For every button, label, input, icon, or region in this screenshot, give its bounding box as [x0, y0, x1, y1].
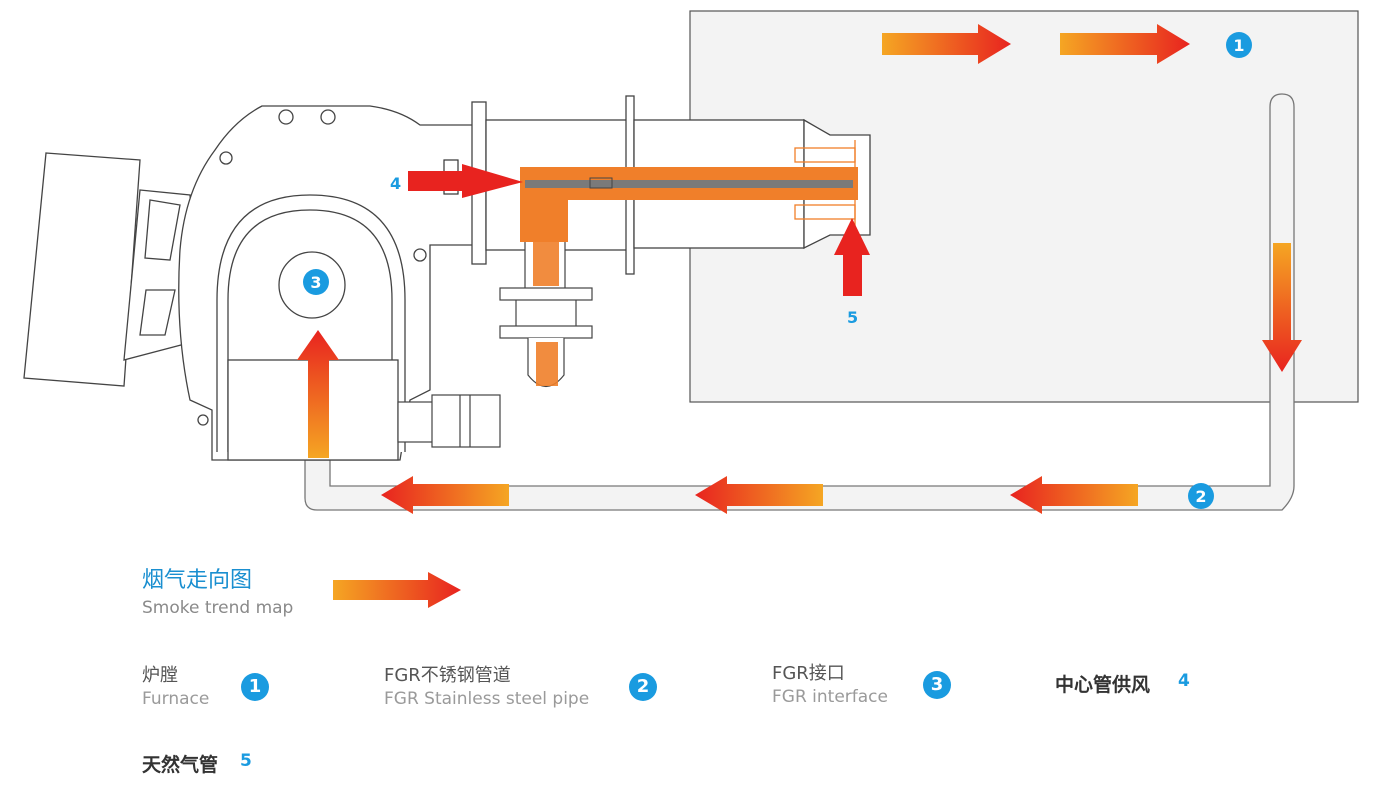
- legend-item-central-air: 中心管供风: [1055, 674, 1151, 696]
- badge-3: 3: [303, 269, 329, 295]
- label-5: 5: [847, 308, 858, 327]
- legend-title: 烟气走向图: [142, 568, 253, 593]
- svg-text:3: 3: [310, 273, 321, 292]
- legend-subtitle: Smoke trend map: [142, 598, 294, 618]
- fgr-pipe: [304, 93, 1295, 511]
- arrow-bottom-3: [381, 476, 509, 514]
- arrow-top-1: [882, 24, 1011, 64]
- legend-item-zh: FGR接口: [772, 663, 845, 684]
- svg-text:1: 1: [1233, 36, 1244, 55]
- legend-item-en: FGR interface: [772, 687, 888, 707]
- arrow-top-2: [1060, 24, 1190, 64]
- arrow-down-right: [1262, 243, 1302, 372]
- arrow-bottom-1: [1010, 476, 1138, 514]
- arrow-5: [834, 218, 870, 296]
- central-pipe: [520, 167, 858, 386]
- legend-item-en: Furnace: [142, 689, 210, 709]
- legend-item-zh: FGR不锈钢管道: [384, 665, 511, 686]
- legend-arrow: [333, 572, 461, 608]
- badge-2: 2: [1188, 483, 1214, 509]
- legend-badge-3: 3: [923, 671, 951, 699]
- legend-item-en: FGR Stainless steel pipe: [384, 689, 590, 709]
- legend-item-zh: 炉膛: [142, 665, 178, 686]
- svg-text:2: 2: [1195, 487, 1206, 506]
- legend-item-gas-pipe: 天然气管: [142, 754, 219, 776]
- blower-motor: [23, 152, 201, 387]
- arrow-bottom-2: [695, 476, 823, 514]
- legend-item-furnace: 炉膛 Furnace: [142, 664, 209, 710]
- label-4: 4: [390, 174, 401, 193]
- legend-badge-2: 2: [629, 673, 657, 701]
- flame-head: [794, 140, 856, 226]
- badge-1: 1: [1226, 32, 1252, 58]
- arrow-up-3: [297, 330, 339, 458]
- arrow-4: [408, 164, 523, 198]
- legend-num-4: 4: [1178, 671, 1190, 691]
- legend-badge-1: 1: [241, 673, 269, 701]
- legend-item-fgr-interface: FGR接口 FGR interface: [772, 662, 888, 708]
- legend-item-fgr-pipe: FGR不锈钢管道 FGR Stainless steel pipe: [384, 664, 589, 710]
- servo-motor: [397, 394, 501, 448]
- flow-arrows: [297, 24, 1302, 514]
- legend-num-5: 5: [240, 751, 252, 771]
